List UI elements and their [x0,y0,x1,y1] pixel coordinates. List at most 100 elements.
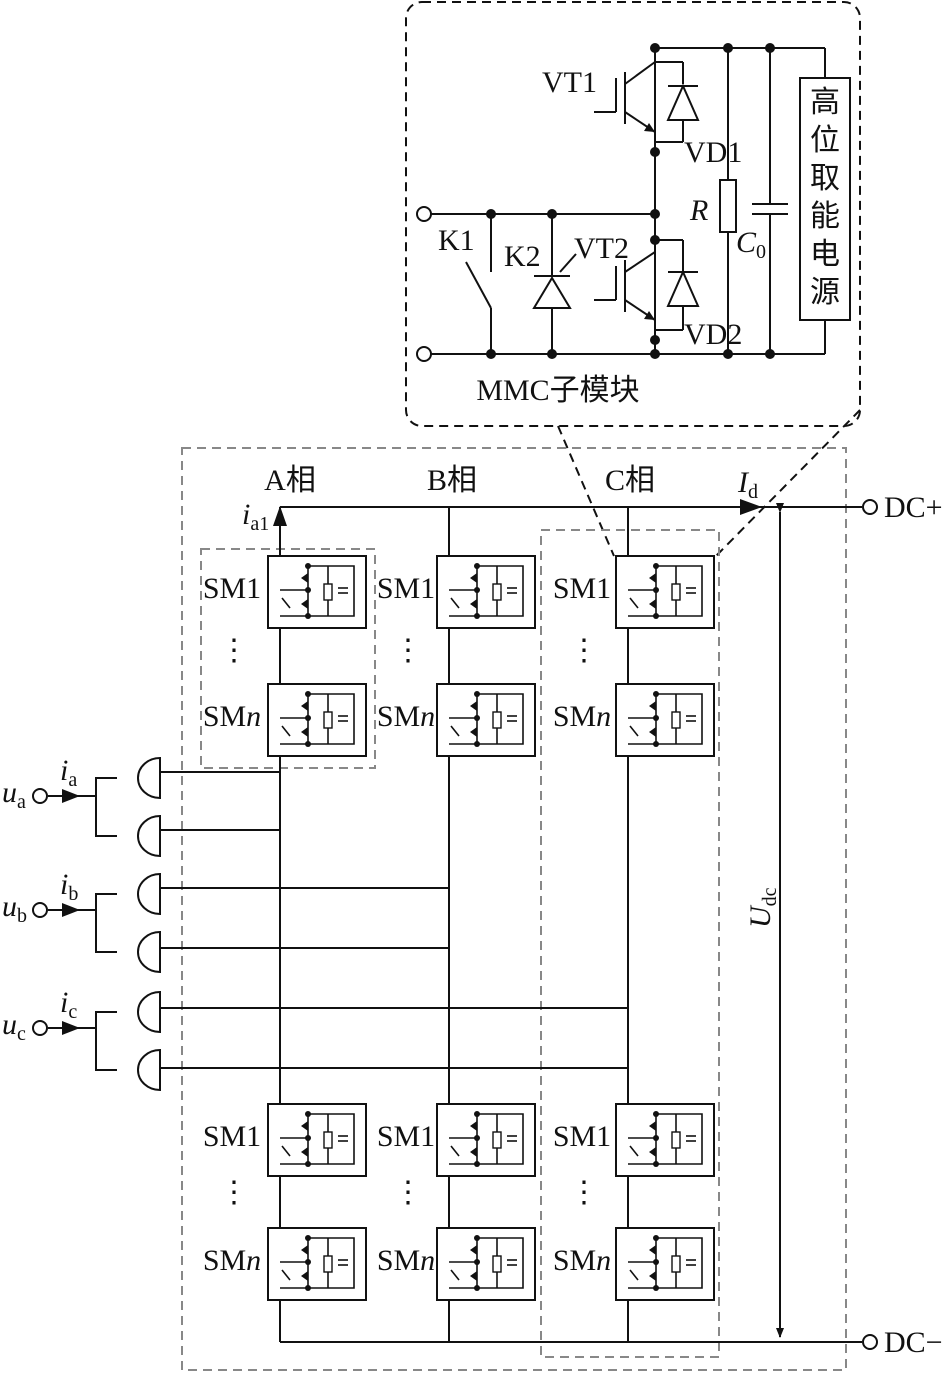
smn-label-c-lower: SMn [553,1244,611,1277]
sm1-label-b-upper: SM1 [377,572,435,605]
id-arrow [740,499,762,515]
inductor-a-lower [137,814,161,858]
ia-arrow [62,789,80,803]
vt1-label: VT1 [542,66,597,99]
sm-icon-a-upper-1 [267,555,367,629]
smn-label-b-upper: SMn [377,700,435,733]
ib-label: ib [60,868,78,905]
power-supply-box [799,77,851,321]
ellipsis-c-upper: ⋮ [569,634,599,667]
sm-icon-c-upper-n [615,683,715,757]
submodule-title: MMC子模块 [476,374,639,407]
smn-label-b-lower: SMn [377,1244,435,1277]
vd1-label: VD1 [684,136,742,169]
ia-label: ia [60,754,77,791]
smn-label-a-upper: SMn [203,700,261,733]
sm-icon-b-lower-1 [436,1103,536,1177]
smn-label-a-lower: SMn [203,1244,261,1277]
ub-terminal [32,902,48,918]
zoom-connector-left [557,425,615,557]
dc-positive-terminal [862,499,878,515]
converter-border [181,447,847,1371]
sm-icon-c-lower-n [615,1227,715,1301]
arm-inductors [137,756,161,1092]
c-phase-highlight [540,529,720,1358]
ua-terminal [32,788,48,804]
uc-label: uc [2,1008,26,1045]
resistor-label: R [689,194,708,227]
phase-b-label: B相 [427,464,477,497]
sm-icon-a-lower-1 [267,1103,367,1177]
submodule-icons [267,555,715,1301]
ellipsis-a-upper: ⋮ [219,634,249,667]
ellipsis-b-lower: ⋮ [393,1176,423,1209]
vt2-label: VT2 [574,232,629,265]
ia1-arrow [273,506,287,526]
sm-icon-b-upper-1 [436,555,536,629]
c-feed-bracket [95,1011,117,1071]
zoom-connector-right [715,409,861,557]
submodule-junctions [486,43,775,359]
ub-label: ub [2,890,27,927]
phase-c-label: C相 [605,464,655,497]
submodule-detail: VT1 VD1 VT2 VD2 K1 K2 R C0 高 位 取 能 电 源 M… [405,1,861,427]
sm1-label-a-upper: SM1 [203,572,261,605]
sm-icon-a-upper-n [267,683,367,757]
dc-negative-label: DC− [884,1326,943,1359]
ellipsis-c-lower: ⋮ [569,1176,599,1209]
ellipsis-b-upper: ⋮ [393,634,423,667]
ic-label: ic [60,986,77,1023]
smn-label-c-upper: SMn [553,700,611,733]
resistor-body [719,179,737,233]
svg-text:高: 高 [810,86,840,119]
submodule-labels: SM1SMn⋮SM1SMn⋮SM1SMn⋮SM1SMn⋮SM1SMn⋮SM1SM… [203,572,611,1277]
sm-icon-b-lower-n [436,1227,536,1301]
sm1-label-c-lower: SM1 [553,1120,611,1153]
vt2-igbt-symbol [594,251,656,321]
ib-arrow [62,903,80,917]
vd1-diode-symbol [655,61,700,143]
svg-text:能: 能 [810,200,840,233]
sm-icon-c-upper-1 [615,555,715,629]
submodule-detail-border [405,1,861,427]
dc-positive-label: DC+ [884,491,943,524]
uc-terminal [32,1020,48,1036]
a-phase-upper-arm-highlight [200,548,376,769]
sm1-label-c-upper: SM1 [553,572,611,605]
dc-negative-terminal [862,1334,878,1350]
inductor-b-lower [137,930,161,974]
capacitor-label: C0 [736,226,766,263]
ellipsis-a-lower: ⋮ [219,1176,249,1209]
b-feed-bracket [95,893,117,953]
sm1-label-a-lower: SM1 [203,1120,261,1153]
ic-arrow [62,1021,80,1035]
phase-a-label: A相 [264,464,316,497]
k2-label: K2 [504,240,541,273]
sm-terminal-bottom [416,346,432,362]
k2-thyristor-symbol [532,214,577,354]
svg-text:源: 源 [810,276,840,309]
vd2-label: VD2 [684,318,742,351]
id-label: Id [737,466,758,503]
svg-text:电: 电 [810,238,840,271]
power-supply-label: 高 位 取 能 电 源 [810,86,840,309]
inductor-b-upper [137,872,161,916]
converter: A相 B相 C相 SM1SMn⋮SM1SMn⋮SM1SMn⋮SM1SMn⋮SM1… [2,447,943,1371]
sm-icon-c-lower-1 [615,1103,715,1177]
k1-switch-symbol [465,214,492,354]
svg-text:取: 取 [810,162,840,195]
udc-label: Udc [744,887,781,928]
inductor-c-lower [137,1048,161,1092]
k1-label: K1 [438,224,475,257]
inductor-a-upper [137,756,161,800]
a-feed-bracket [95,777,117,837]
vd2-diode-symbol [655,239,700,331]
sm-terminal-top [416,206,432,222]
vt1-igbt-symbol [594,61,656,133]
ua-label: ua [2,776,26,813]
svg-text:位: 位 [810,124,840,157]
sm-icon-a-lower-n [267,1227,367,1301]
sm1-label-b-lower: SM1 [377,1120,435,1153]
